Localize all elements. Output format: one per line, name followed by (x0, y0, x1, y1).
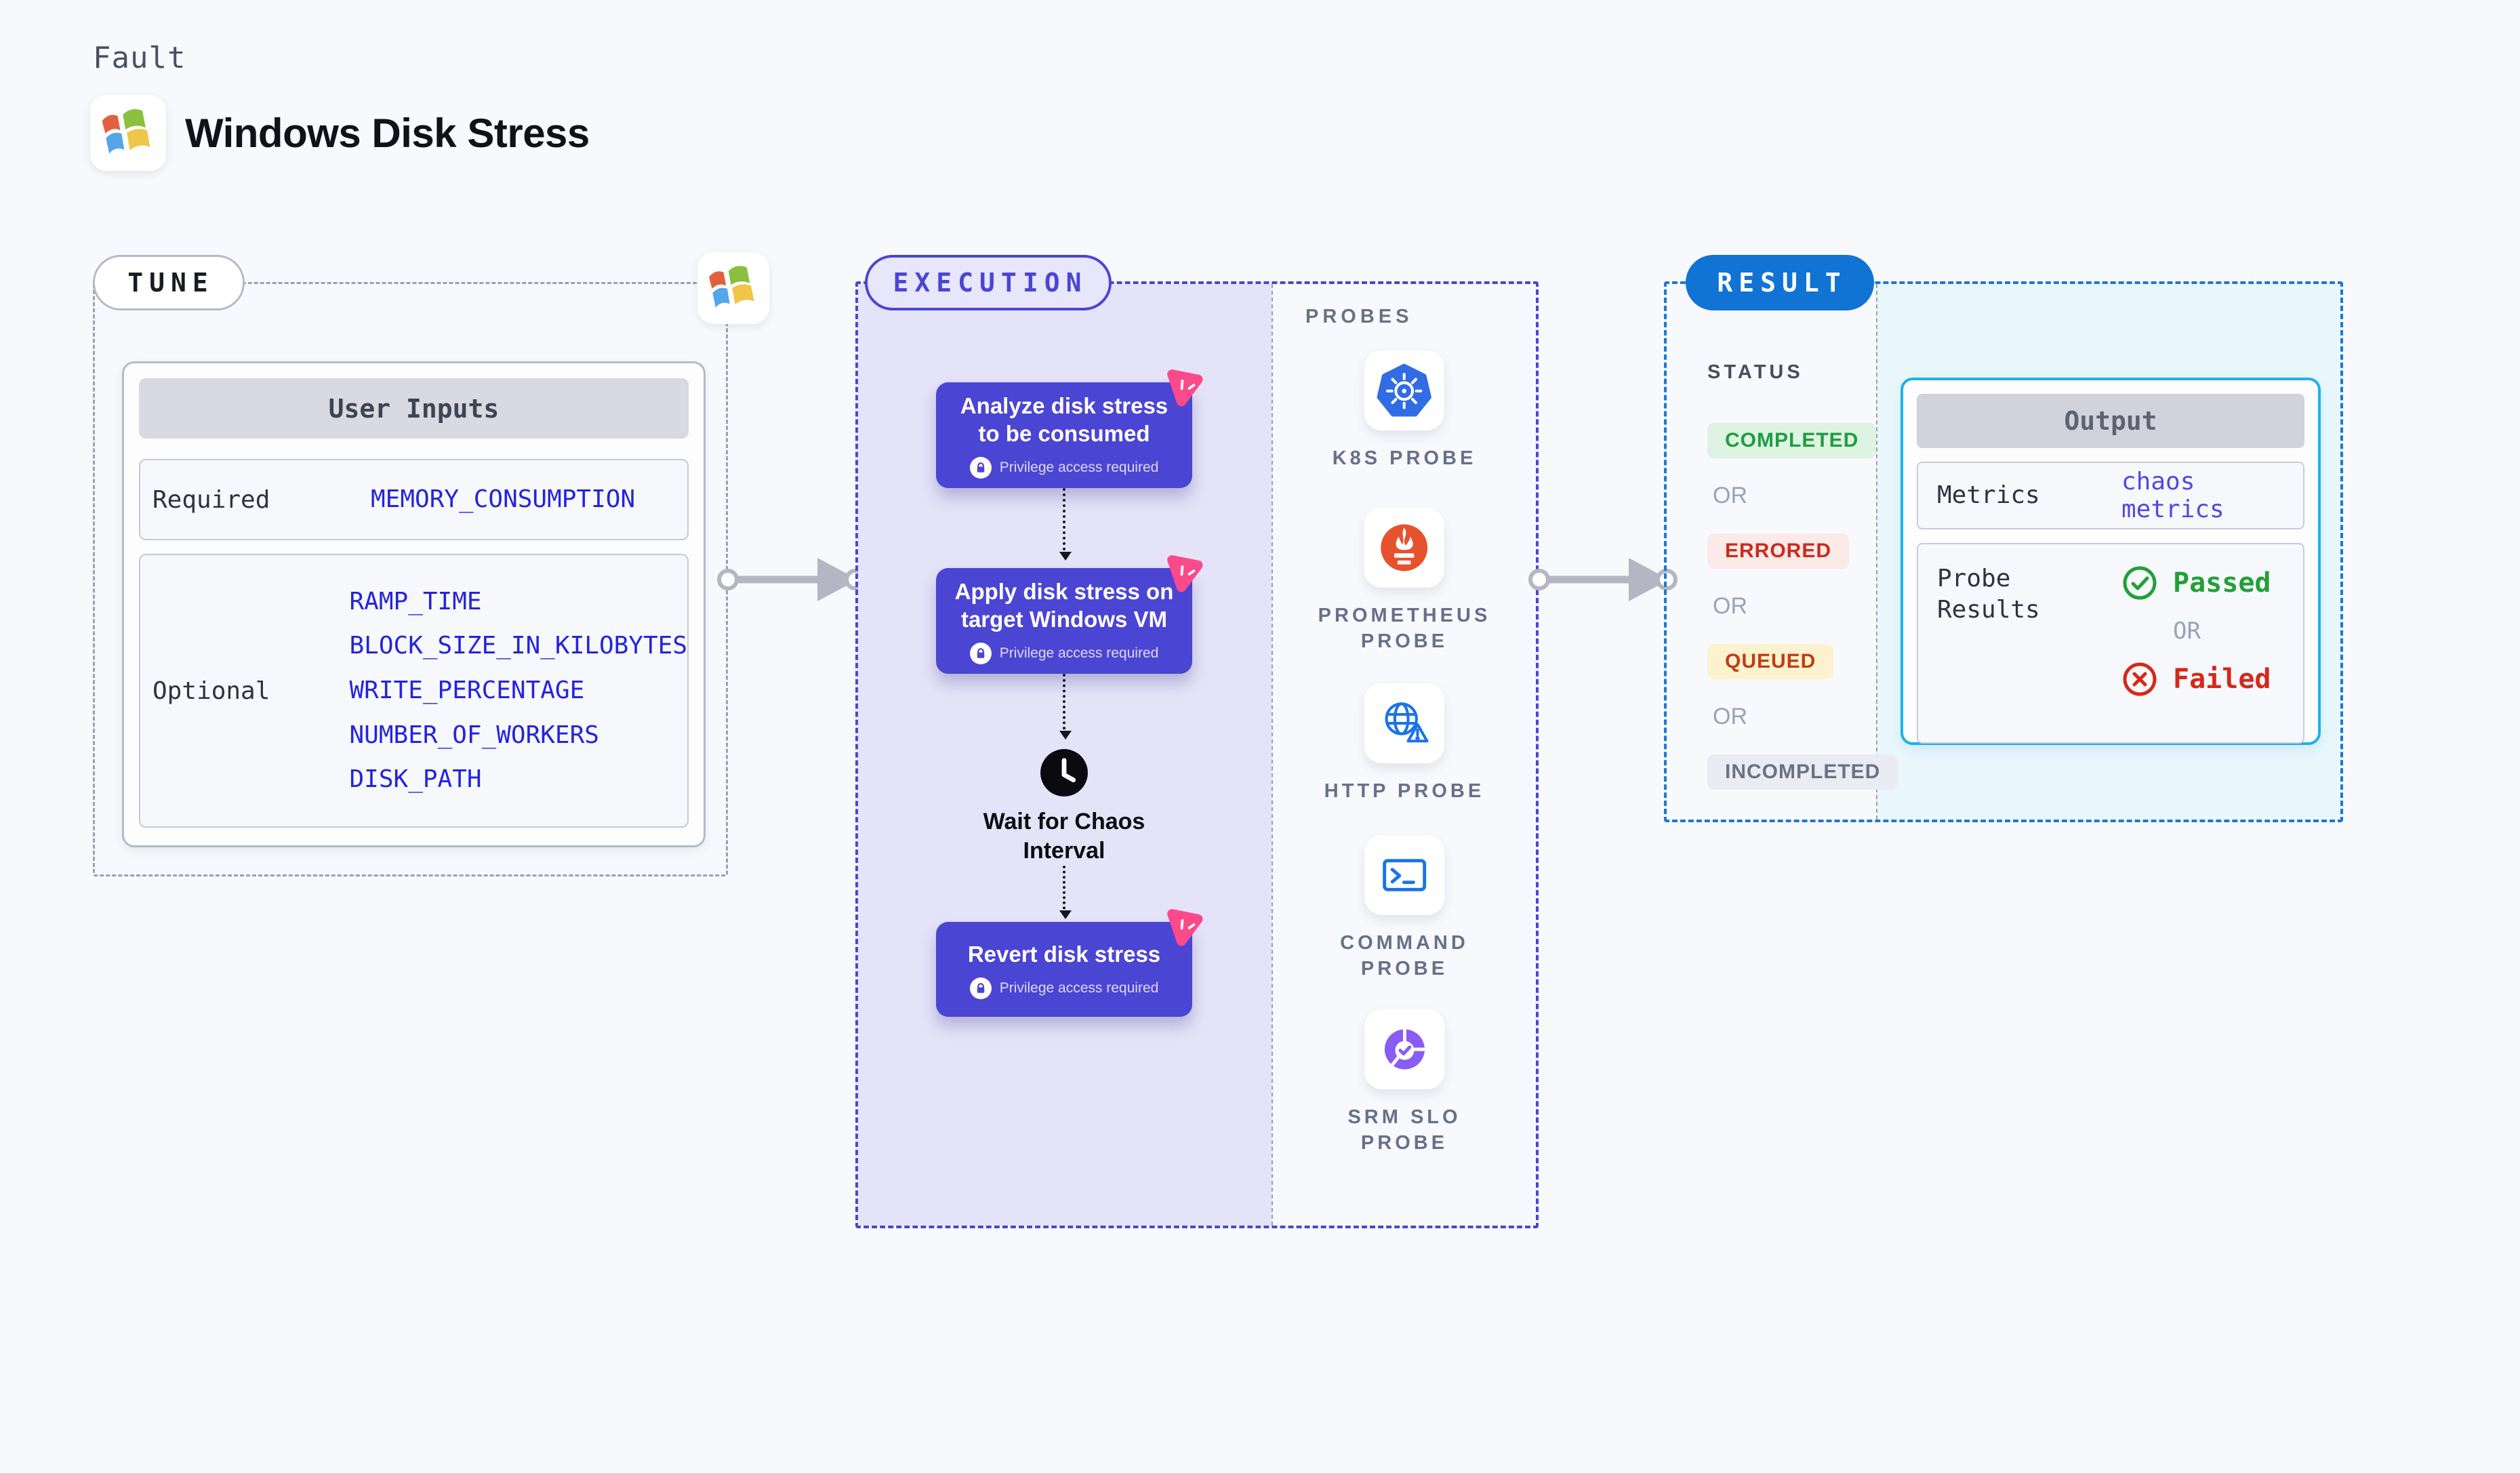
command-probe-icon (1364, 835, 1444, 915)
result-section-pill: RESULT (1686, 255, 1874, 310)
probes-column: PROBES (1272, 284, 1536, 1226)
table-row-required: Required MEMORY_CONSUMPTION (139, 459, 689, 540)
output-table: Output Metrics chaos metrics Probe Resul… (1901, 378, 2321, 745)
result-section: STATUS COMPLETED OR ERRORED OR QUEUED OR… (1664, 281, 2343, 822)
input-value: WRITE_PERCENTAGE (349, 676, 585, 704)
probe-http: HTTP PROBE (1324, 683, 1484, 804)
table-row-optional: Optional RAMP_TIME BLOCK_SIZE_IN_KILOBYT… (139, 554, 689, 828)
http-probe-icon (1364, 683, 1444, 763)
flow-connector (1059, 866, 1072, 919)
metrics-value: chaos metrics (2121, 468, 2224, 523)
lock-icon (969, 457, 992, 479)
step-title: Apply disk stress on target Windows VM (954, 579, 1174, 632)
privilege-badge: Privilege access required (969, 643, 1158, 664)
x-circle-icon (2123, 662, 2157, 696)
lock-icon (969, 643, 992, 664)
user-inputs-header: User Inputs (139, 378, 689, 439)
or-separator: OR (2173, 618, 2201, 645)
probe-label: K8S PROBE (1332, 447, 1477, 469)
tune-section-pill: TUNE (93, 255, 245, 310)
srm-slo-probe-icon (1364, 1009, 1444, 1089)
check-circle-icon (2123, 566, 2157, 600)
probe-srm-slo: SRM SLO PROBE (1347, 1009, 1461, 1156)
execution-section-pill: EXECUTION (865, 255, 1112, 310)
flow-arrow-execution-to-result (1528, 558, 1678, 601)
page-title-row: Windows Disk Stress (90, 95, 590, 171)
page-title: Windows Disk Stress (185, 110, 590, 156)
input-value: RAMP_TIME (349, 587, 482, 616)
or-separator: OR (1713, 593, 1747, 619)
execution-flow-area: Analyze disk stress to be consumed Privi… (858, 284, 1272, 1226)
row-label: Required (153, 485, 270, 514)
output-header: Output (1917, 394, 2304, 448)
privilege-badge: Privilege access required (969, 457, 1158, 479)
metrics-row: Metrics chaos metrics (1917, 462, 2304, 529)
probe-label: PROMETHEUS PROBE (1318, 605, 1491, 652)
probe-results-values: Passed OR Failed (2121, 565, 2271, 698)
metrics-label: Metrics (1937, 481, 2040, 509)
windows-logo-icon (90, 95, 166, 171)
probe-command: COMMAND PROBE (1340, 835, 1469, 982)
k8s-probe-icon (1364, 350, 1444, 430)
or-separator: OR (1713, 704, 1747, 729)
probe-label: HTTP PROBE (1324, 780, 1485, 802)
step-title: Revert disk stress (967, 941, 1161, 967)
probe-label: COMMAND PROBE (1340, 932, 1469, 980)
probe-results-row: Probe Results Passed OR (1917, 543, 2304, 744)
wait-clock-icon (1038, 747, 1090, 799)
input-value: DISK_PATH (349, 765, 482, 794)
probe-label: SRM SLO PROBE (1347, 1106, 1461, 1154)
status-badge-completed: COMPLETED (1707, 423, 1877, 458)
wait-for-chaos-interval-label: Wait for Chaos Interval (983, 809, 1145, 864)
step-revert-disk-stress: Revert disk stress Privilege access requ… (936, 909, 1203, 1017)
row-label: Optional (153, 677, 270, 705)
passed-result: Passed (2121, 565, 2271, 601)
status-column: COMPLETED OR ERRORED OR QUEUED OR INCOMP… (1707, 423, 1898, 790)
windows-logo-corner-icon (697, 252, 769, 324)
chaos-fault-icon (1158, 545, 1210, 597)
flow-arrow-tune-to-execution (717, 558, 866, 601)
status-badge-queued: QUEUED (1707, 644, 1834, 679)
status-badge-errored: ERRORED (1707, 533, 1850, 569)
or-separator: OR (1713, 483, 1747, 508)
step-title: Analyze disk stress to be consumed (960, 393, 1168, 446)
lock-icon (969, 977, 992, 999)
flow-connector (1059, 674, 1072, 740)
status-badge-incompleted: INCOMPLETED (1707, 754, 1898, 790)
failed-result: Failed (2121, 661, 2271, 698)
user-inputs-table: User Inputs Required MEMORY_CONSUMPTION … (122, 361, 706, 847)
status-heading: STATUS (1707, 361, 1804, 383)
fault-eyebrow: Fault (93, 41, 186, 75)
execution-section: Analyze disk stress to be consumed Privi… (855, 281, 1539, 1228)
input-value: NUMBER_OF_WORKERS (349, 721, 599, 749)
prometheus-probe-icon (1364, 508, 1444, 588)
input-value: MEMORY_CONSUMPTION (371, 485, 636, 513)
step-apply-disk-stress: Apply disk stress on target Windows VM P… (936, 555, 1203, 674)
privilege-badge: Privilege access required (969, 977, 1158, 999)
input-value: BLOCK_SIZE_IN_KILOBYTES (349, 632, 688, 660)
probe-prometheus: PROMETHEUS PROBE (1318, 508, 1491, 654)
probe-results-label: Probe Results (1937, 565, 2040, 624)
probe-k8s: K8S PROBE (1333, 350, 1477, 471)
chaos-fault-icon (1158, 899, 1210, 950)
step-analyze-disk-stress: Analyze disk stress to be consumed Privi… (936, 369, 1203, 488)
flow-connector (1059, 488, 1072, 561)
probes-heading: PROBES (1305, 306, 1413, 327)
chaos-fault-icon (1158, 359, 1210, 411)
